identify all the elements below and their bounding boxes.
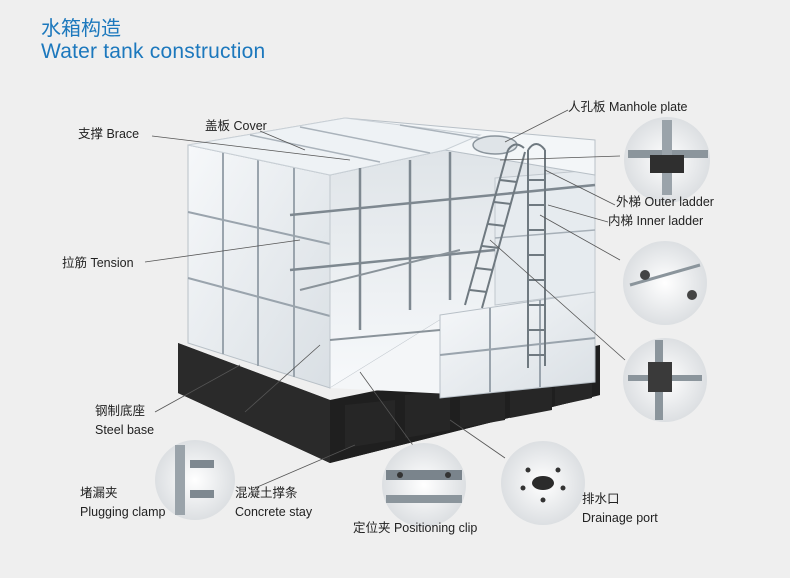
label-cover: 盖板 Cover	[205, 119, 267, 133]
drainage-port-detail-circle	[501, 441, 585, 525]
label-plugging-clamp-cn: 堵漏夹	[80, 486, 118, 500]
plugging-clamp-detail-circle	[155, 440, 235, 520]
left-wall-seams	[187, 152, 331, 377]
label-positioning-clip: 定位夹 Positioning clip	[353, 521, 478, 535]
positioning-clip-detail-circle	[382, 443, 466, 527]
label-concrete-stay-en: Concrete stay	[235, 505, 313, 519]
label-inner-ladder: 内梯 Inner ladder	[608, 214, 704, 228]
manhole-plate	[472, 135, 518, 155]
leader-lines	[144, 109, 626, 489]
tension-rods	[299, 249, 461, 341]
label-outer-ladder: 外梯 Outer ladder	[616, 195, 714, 209]
manhole-detail-circle	[624, 117, 710, 203]
label-steel-base-en: Steel base	[95, 423, 155, 437]
inner-ladder	[527, 143, 546, 368]
title-english: Water tank construction	[41, 40, 266, 63]
label-manhole-plate: 人孔板 Manhole plate	[568, 100, 688, 114]
label-concrete-stay-cn: 混凝土撑条	[235, 486, 298, 500]
outer-ladder	[464, 143, 526, 309]
label-drainage-port-cn: 排水口	[582, 492, 620, 506]
tank-right-wall	[439, 291, 596, 399]
brace-detail-circle	[623, 338, 707, 422]
label-brace: 支撑 Brace	[78, 127, 140, 141]
label-tension: 拉筋 Tension	[62, 256, 134, 270]
label-plugging-clamp-en: Plugging clamp	[80, 505, 166, 519]
label-steel-base-cn: 钢制底座	[95, 404, 146, 418]
right-wall-seams	[439, 300, 596, 392]
label-drainage-port-en: Drainage port	[582, 511, 658, 525]
title-chinese: 水箱构造	[41, 18, 121, 40]
ladder-detail-circle	[623, 241, 707, 325]
